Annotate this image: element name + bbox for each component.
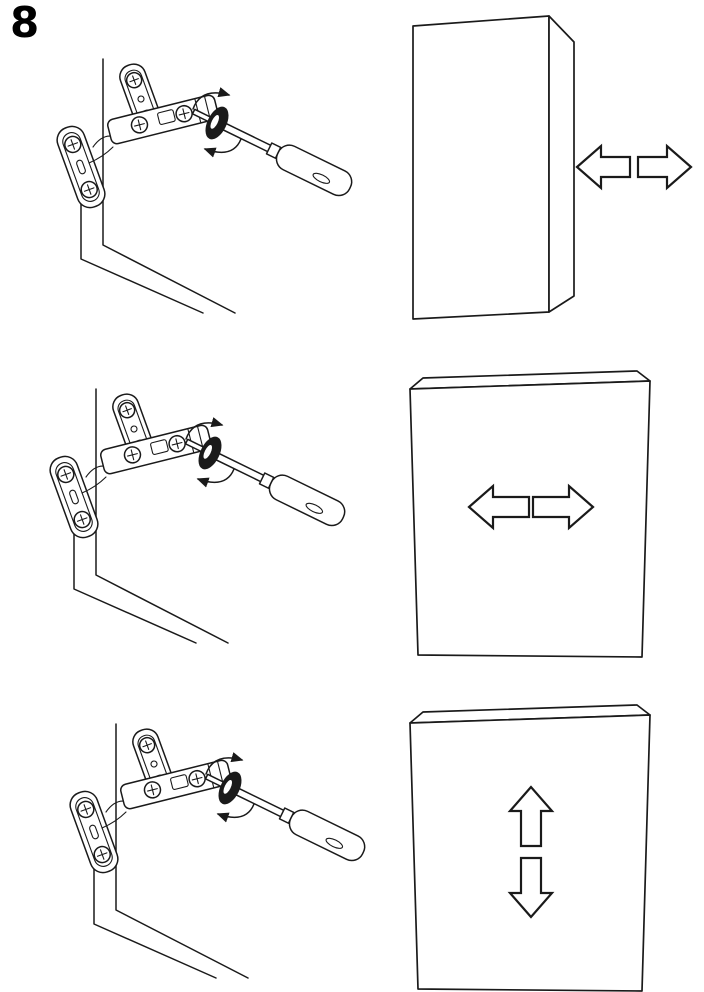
cabinet-figure-side [409, 370, 651, 658]
arrow-left-icon [575, 143, 632, 191]
arrow-left-icon [467, 483, 531, 531]
door-panel-figure [412, 15, 575, 320]
arrow-down-icon [507, 856, 555, 919]
depth-in-out-arrows-icon [575, 143, 693, 191]
hinge-adjustment-illustration-2 [46, 389, 350, 643]
hinge-adjustment-illustration-1 [53, 59, 357, 313]
up-down-arrows-icon [507, 785, 555, 919]
step-number: 8 [10, 0, 40, 47]
arrow-up-icon [507, 785, 555, 848]
arrow-right-icon [531, 483, 595, 531]
hinge-adjustment-illustration-3 [66, 724, 370, 978]
arrow-right-icon [636, 143, 693, 191]
left-right-arrows-icon [467, 483, 595, 531]
cabinet-figure-height [409, 704, 651, 992]
